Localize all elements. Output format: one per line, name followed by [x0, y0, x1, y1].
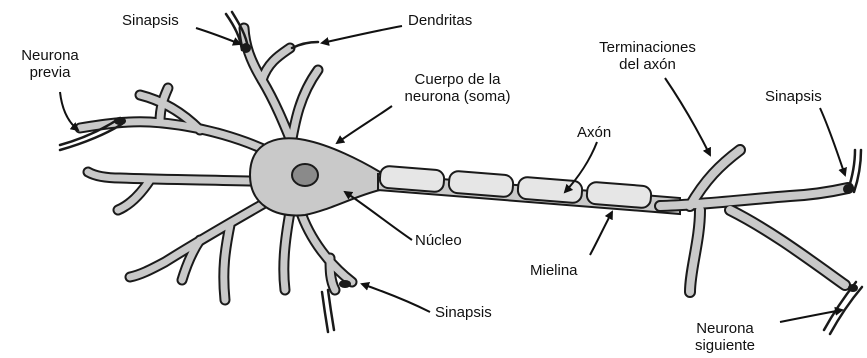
axon-terminals	[660, 150, 848, 292]
label-nucleo: Núcleo	[415, 232, 462, 249]
label-neurona-siguiente: Neurona siguiente	[670, 320, 780, 354]
label-axon: Axón	[577, 124, 611, 141]
label-terminaciones-axon: Terminaciones del axón	[590, 39, 705, 73]
label-mielina: Mielina	[530, 262, 578, 279]
label-sinapsis-top: Sinapsis	[122, 12, 179, 29]
label-sinapsis-right: Sinapsis	[765, 88, 822, 105]
nucleus	[292, 164, 318, 186]
label-dendritas: Dendritas	[408, 12, 472, 29]
label-sinapsis-bottom: Sinapsis	[435, 304, 492, 321]
label-cuerpo-soma: Cuerpo de la neurona (soma)	[385, 71, 530, 105]
label-neurona-previa: Neurona previa	[8, 47, 92, 81]
